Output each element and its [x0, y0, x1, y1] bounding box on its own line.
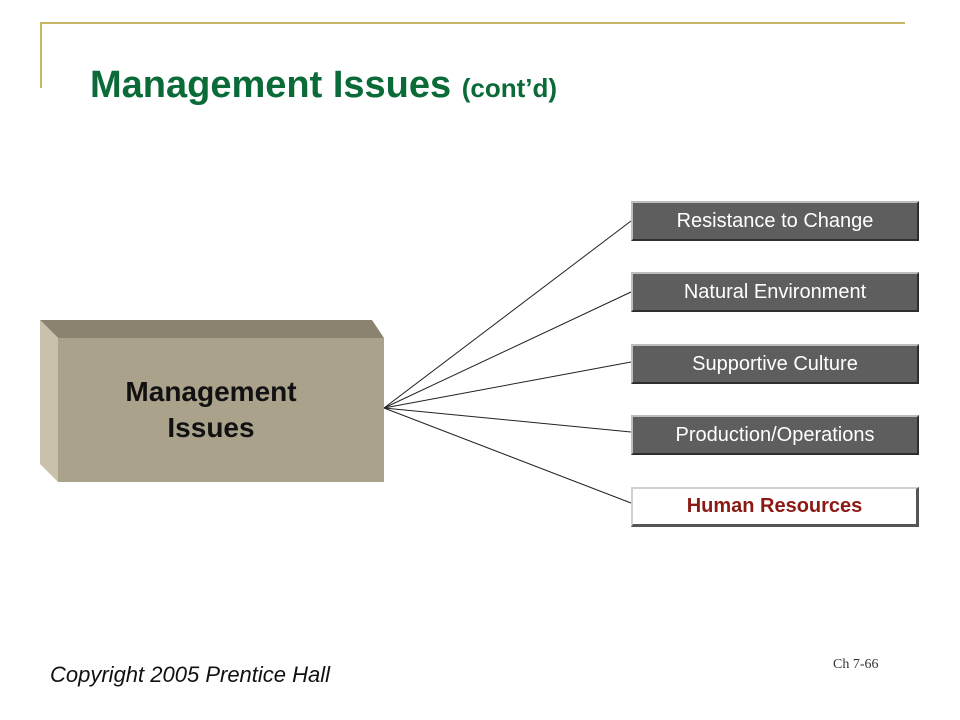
issue-box-production-operations: Production/Operations — [631, 415, 919, 455]
slide-number: Ch 7-66 — [833, 657, 879, 672]
block-left-face — [40, 320, 58, 482]
connector-line-1 — [383, 220, 632, 409]
center-label: Management Issues — [125, 376, 297, 443]
block-front-face: Management Issues — [58, 338, 384, 482]
connector-line-2 — [383, 291, 632, 409]
frame-left-border — [40, 22, 42, 88]
connector-line-4 — [383, 407, 632, 433]
title-main: Management Issues — [90, 64, 452, 106]
title-suffix: (cont’d) — [461, 73, 558, 103]
connector-line-3 — [383, 361, 632, 409]
slide-title: Management Issues (cont’d) — [90, 64, 557, 107]
management-issues-block: Management Issues — [40, 320, 384, 482]
issue-box-resistance-to-change: Resistance to Change — [631, 201, 919, 241]
issue-box-supportive-culture: Supportive Culture — [631, 344, 919, 384]
issue-box-natural-environment: Natural Environment — [631, 272, 919, 312]
copyright-footer: Copyright 2005 Prentice Hall — [50, 662, 331, 687]
connector-line-5 — [383, 407, 632, 504]
frame-top-border — [40, 22, 905, 24]
issue-box-human-resources: Human Resources — [631, 487, 919, 527]
block-top-face — [40, 320, 384, 338]
